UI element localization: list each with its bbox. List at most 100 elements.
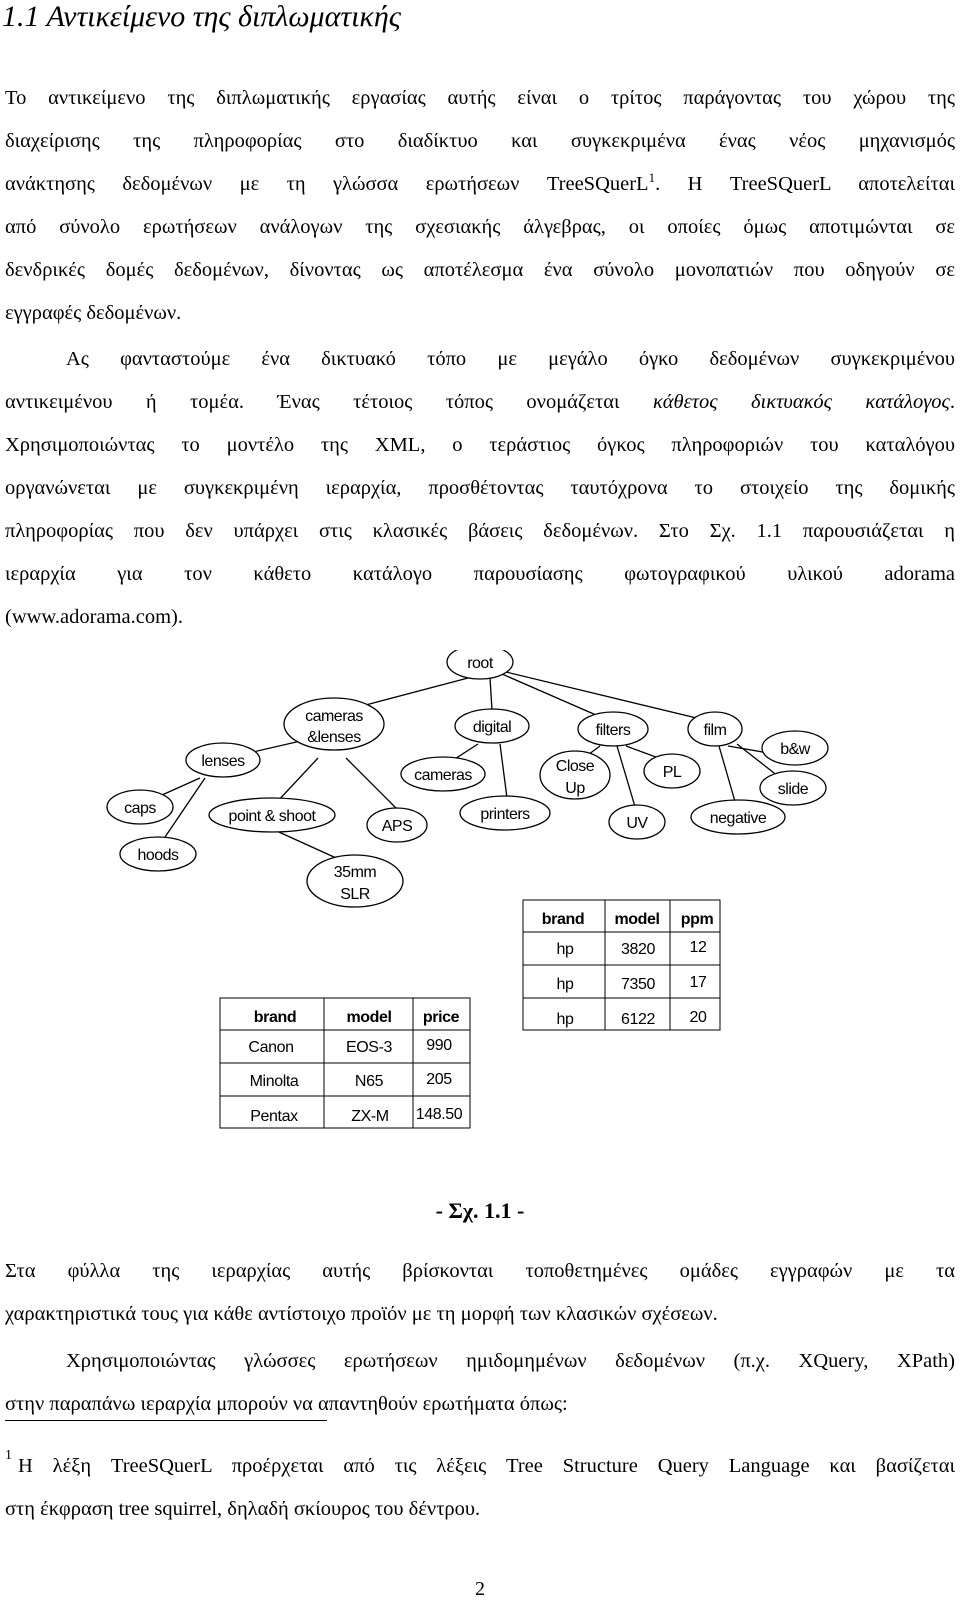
paragraph1-line3: ανάκτησης δεδομένων με τη γλώσσα ερωτήσε… — [5, 170, 955, 196]
printers-table: brand model ppm hp 3820 12 hp 7350 17 hp… — [522, 899, 721, 1031]
node-bw — [761, 730, 829, 766]
paragraph1-line3-b: . Η TreeSQuerL αποτελείται — [655, 173, 955, 195]
paragraph3-line2: χαρακτηριστικά τους για κάθε αντίστοιχο … — [5, 1303, 718, 1325]
node-negative-label: negative — [710, 810, 767, 827]
cameras-table: brand model price Canon EOS-3 990 Minolt… — [219, 997, 471, 1129]
printers-row1-model: 3820 — [621, 941, 655, 958]
printers-row3-model: 6122 — [621, 1011, 655, 1028]
node-hoods — [119, 836, 197, 872]
node-cameras-lenses — [283, 697, 385, 751]
paragraph1-line2: διαχείρισης της πληροφορίας στο διαδίκτυ… — [5, 130, 955, 152]
node-uv — [608, 804, 666, 840]
node-cameras — [400, 756, 486, 792]
hierarchy-figure: root cameras &lenses digital filters fil… — [106, 650, 829, 1129]
figure-caption: - Σχ. 1.1 - — [435, 1198, 525, 1223]
cameras-row1-price: 990 — [426, 1037, 452, 1054]
node-close-up-label-2: Up — [565, 780, 585, 797]
printers-row2-brand: hp — [557, 976, 574, 993]
node-lenses-label: lenses — [201, 753, 245, 770]
node-caps — [106, 789, 174, 825]
node-pl — [643, 753, 701, 789]
node-cameras-label: cameras — [414, 767, 472, 784]
node-digital — [454, 708, 530, 744]
printers-row3-ppm: 20 — [690, 1009, 707, 1026]
printers-header-ppm: ppm — [681, 911, 714, 928]
node-point-shoot — [208, 797, 336, 833]
cameras-row2-model: N65 — [355, 1073, 384, 1090]
node-35mm-slr-label-1: 35mm — [334, 864, 377, 881]
node-filters-label: filters — [596, 722, 631, 739]
footnote-rule — [5, 1420, 327, 1421]
paragraph2-line2: αντικειμένου ή τομέα. Ένας τέτοιος τόπος… — [5, 391, 955, 414]
node-cameras-lenses-label-2: &lenses — [307, 729, 361, 746]
cameras-row1-model: EOS-3 — [346, 1039, 393, 1056]
node-root-label: root — [467, 655, 494, 672]
page-number: 2 — [475, 1578, 485, 1600]
paragraph1-line6: εγγραφές δεδομένων. — [5, 302, 182, 324]
cameras-row2-price: 205 — [426, 1071, 452, 1088]
paragraph2-line2-c: . — [949, 391, 955, 413]
paragraph1-line4: από σύνολο ερωτήσεων ανάλογων της σχεσια… — [5, 216, 955, 238]
paragraph2-line3: Χρησιμοποιώντας το μοντέλο της XML, ο τε… — [5, 434, 955, 456]
printers-row2-ppm: 17 — [690, 974, 707, 991]
node-negative — [690, 799, 786, 835]
node-caps-label: caps — [124, 800, 156, 817]
paragraph3-line1: Στα φύλλα της ιεραρχίας αυτής βρίσκονται… — [5, 1260, 955, 1282]
node-hoods-label: hoods — [137, 847, 179, 864]
footnote-line2: στη έκφραση tree squirrel, δηλαδή σκίουρ… — [5, 1498, 481, 1520]
node-root — [446, 650, 514, 680]
paragraph1-line1: Το αντικείμενο της διπλωματικής εργασίας… — [5, 87, 955, 109]
paragraph2-line1: Ας φανταστούμε ένα δικτυακό τόπο με μεγά… — [66, 348, 955, 370]
node-close-up — [539, 750, 611, 800]
paragraph1-line3-a: ανάκτησης δεδομένων με τη γλώσσα ερωτήσε… — [5, 173, 649, 195]
paragraph2-line2-a: αντικειμένου ή τομέα. Ένας τέτοιος τόπος… — [5, 391, 653, 413]
node-filters — [577, 711, 649, 747]
printers-row2-model: 7350 — [621, 976, 655, 993]
paragraph2-line6: ιεραρχία για τον κάθετο κατάλογο παρουσί… — [5, 563, 955, 585]
printers-header-brand: brand — [542, 911, 584, 928]
node-bw-label: b&w — [780, 741, 811, 758]
paragraph2-line5: πληροφορίας που δεν υπάρχει στις κλασικέ… — [5, 520, 955, 542]
tree-nodes — [106, 650, 829, 908]
node-aps-label: APS — [382, 818, 413, 835]
cameras-row3-model: ZX-M — [351, 1108, 389, 1125]
node-35mm-slr — [306, 854, 404, 908]
node-cameras-lenses-label-1: cameras — [305, 708, 363, 725]
node-slide — [759, 770, 827, 806]
node-lenses — [185, 742, 261, 778]
printers-table-grid — [522, 899, 721, 1031]
printers-row1-brand: hp — [557, 941, 574, 958]
node-slide-label: slide — [778, 781, 809, 798]
cameras-header-price: price — [423, 1009, 460, 1026]
cameras-header-brand: brand — [254, 1009, 296, 1026]
italic-term: κάθετος δικτυακός κατάλογος — [652, 391, 950, 413]
node-35mm-slr-label-2: SLR — [340, 886, 370, 903]
node-film-label: film — [704, 722, 727, 739]
cameras-row3-brand: Pentax — [250, 1108, 298, 1125]
tree-node-labels: root cameras &lenses digital filters fil… — [124, 655, 811, 903]
printers-row1-ppm: 12 — [690, 939, 707, 956]
section-heading: 1.1 Αντικείμενο της διπλωματικής — [2, 0, 401, 33]
node-printers — [459, 795, 551, 831]
paragraph2-line4: οργανώνεται με συγκεκριμένη ιεραρχία, πρ… — [5, 477, 955, 499]
paragraph1-line5: δενδρικές δομές δεδομένων, δίνοντας ως α… — [5, 259, 955, 281]
cameras-row1-brand: Canon — [248, 1039, 293, 1056]
node-digital-label: digital — [473, 719, 511, 736]
cameras-header-model: model — [346, 1009, 391, 1026]
paragraph4-line1: Χρησιμοποιώντας γλώσσες ερωτήσεων ημιδομ… — [66, 1350, 955, 1372]
footnote-line1: Η λέξη TreeSQuerL προέρχεται από τις λέξ… — [18, 1455, 955, 1477]
node-film — [687, 711, 743, 747]
cameras-row2-brand: Minolta — [250, 1073, 299, 1090]
node-point-shoot-label: point & shoot — [229, 808, 317, 825]
node-close-up-label-1: Close — [556, 758, 595, 775]
paragraph2-line7: (www.adorama.com). — [5, 606, 183, 628]
cameras-table-grid — [219, 997, 471, 1129]
node-pl-label: PL — [663, 764, 682, 781]
printers-row3-brand: hp — [557, 1011, 574, 1028]
node-printers-label: printers — [480, 806, 530, 823]
printers-header-model: model — [614, 911, 659, 928]
cameras-row3-price: 148.50 — [416, 1106, 463, 1123]
paragraph4-line2: στην παραπάνω ιεραρχία μπορούν να απαντη… — [5, 1393, 568, 1415]
footnote-reference: 1 — [648, 170, 656, 186]
node-aps — [366, 807, 428, 843]
